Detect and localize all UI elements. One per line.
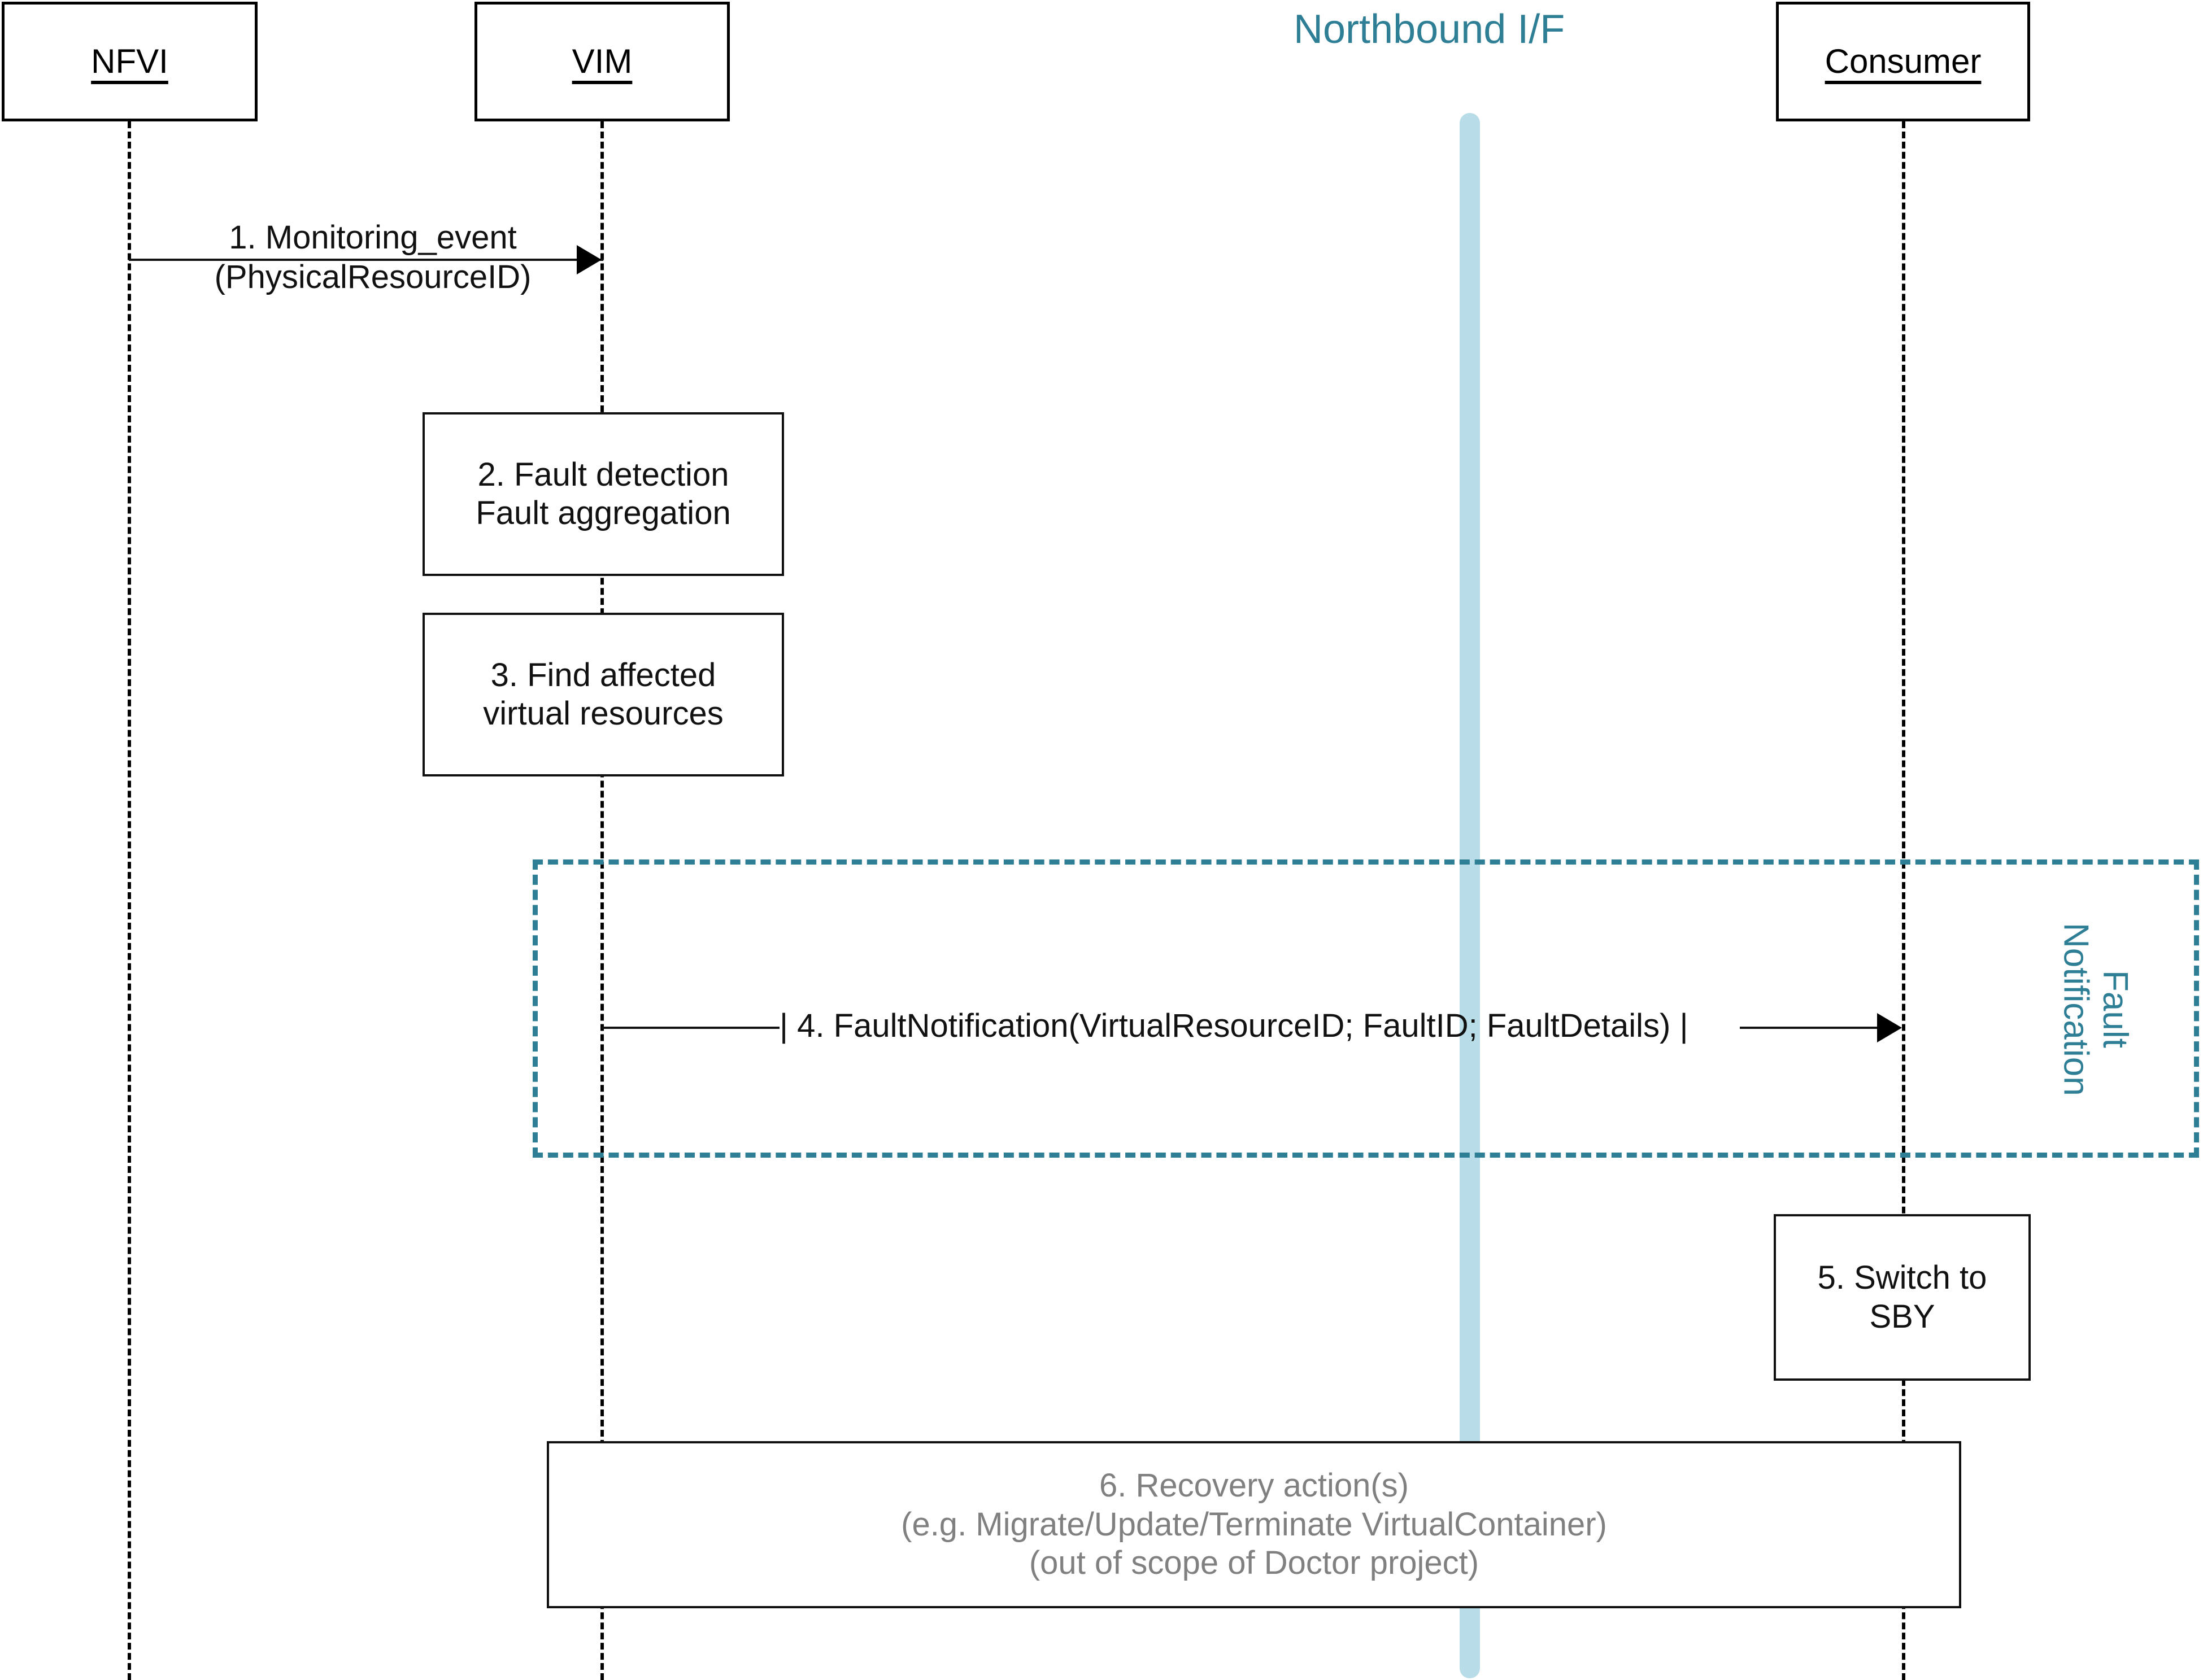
lifeline-vim [600, 121, 604, 1680]
action-box-2-line1: 2. Fault detection [477, 456, 729, 493]
fragment-fault-notification-label: Fault Notification [2056, 922, 2135, 1096]
message-1-label-line2: (PhysicalResourceID) [214, 258, 532, 295]
message-4-label: | 4. FaultNotification(VirtualResourceID… [780, 1007, 1688, 1044]
action-box-6-recovery-actions[interactable]: 6. Recovery action(s) (e.g. Migrate/Upda… [547, 1441, 1961, 1608]
message-4-line-right [1740, 1027, 1884, 1029]
action-box-2-fault-detection[interactable]: 2. Fault detection Fault aggregation [423, 412, 784, 576]
lifeline-label-nfvi: NFVI [91, 42, 168, 80]
action-box-5-line1: 5. Switch to [1817, 1259, 1987, 1297]
lifeline-header-vim[interactable]: VIM [474, 2, 730, 121]
lifeline-label-vim: VIM [572, 42, 633, 80]
action-box-6-line1: 6. Recovery action(s) [1099, 1467, 1409, 1504]
action-box-3-line2: virtual resources [483, 695, 724, 732]
message-4-arrowhead [1877, 1013, 1902, 1042]
lifeline-header-nfvi[interactable]: NFVI [2, 2, 258, 121]
action-box-6-line3: (out of scope of Doctor project) [1029, 1544, 1479, 1582]
action-box-3-find-affected-resources[interactable]: 3. Find affected virtual resources [423, 613, 784, 776]
message-4-line-left [602, 1027, 780, 1029]
lifeline-label-consumer: Consumer [1825, 42, 1982, 80]
message-1-arrowhead [577, 245, 602, 274]
message-1-label-line1: 1. Monitoring_event [229, 219, 517, 256]
lifeline-consumer [1902, 121, 1905, 1680]
action-box-6-line2: (e.g. Migrate/Update/Terminate VirtualCo… [901, 1506, 1607, 1543]
message-1-line [129, 259, 603, 261]
northbound-interface-bar [1460, 113, 1480, 1678]
lifeline-nfvi [128, 121, 131, 1680]
fragment-fault-notification[interactable] [533, 859, 2199, 1158]
action-box-2-line2: Fault aggregation [476, 495, 731, 531]
action-box-5-switch-to-sby[interactable]: 5. Switch to SBY [1774, 1214, 2031, 1381]
message-1-label: 1. Monitoring_event (PhysicalResourceID) [203, 218, 542, 296]
action-box-3-line1: 3. Find affected [490, 656, 716, 693]
lifeline-header-consumer[interactable]: Consumer [1776, 2, 2030, 121]
northbound-interface-title: Northbound I/F [1294, 7, 1565, 52]
action-box-5-line2: SBY [1869, 1298, 1935, 1335]
